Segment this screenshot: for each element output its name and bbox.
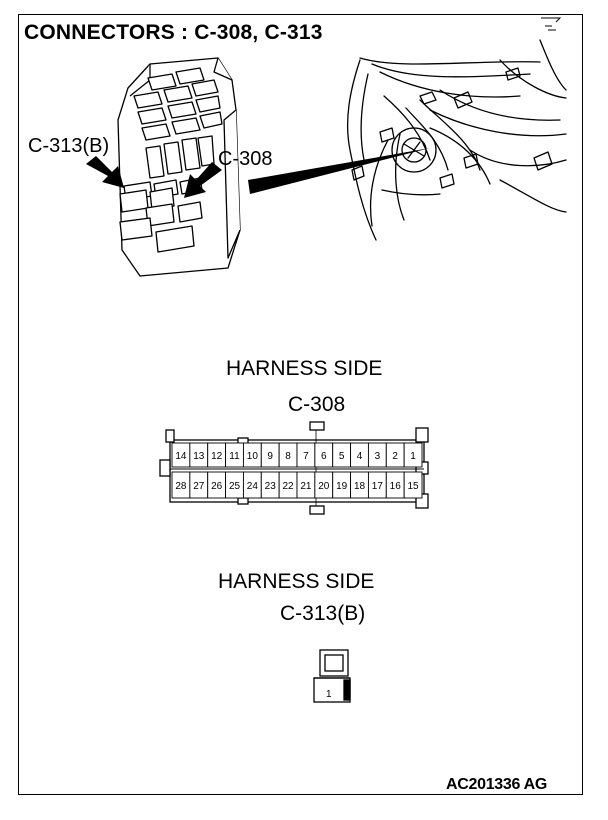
c313b-pin-label: 1 bbox=[326, 689, 332, 700]
c308-pin-label: 6 bbox=[321, 451, 327, 462]
figure-code: AC201336 AG bbox=[446, 776, 548, 793]
c308-pin-label: 5 bbox=[339, 451, 345, 462]
c308-pin-label: 4 bbox=[357, 451, 363, 462]
c308-pin-label: 18 bbox=[354, 481, 366, 492]
c308-connector-face bbox=[159, 421, 429, 515]
c313b-name: C-313(B) bbox=[280, 602, 366, 625]
c308-name: C-308 bbox=[288, 393, 346, 416]
c308-pin-label: 8 bbox=[285, 451, 291, 462]
leader-wedge bbox=[248, 148, 430, 194]
c308-heading: HARNESS SIDE bbox=[226, 357, 383, 380]
corner-mark-icon bbox=[541, 17, 562, 31]
c308-pin-label: 1 bbox=[410, 451, 416, 462]
c308-pin-label: 28 bbox=[175, 481, 187, 492]
callout-label-c313b: C-313(B) bbox=[28, 135, 110, 157]
c308-pin-label: 2 bbox=[392, 451, 398, 462]
c308-pin-label: 26 bbox=[211, 481, 223, 492]
c308-pin-label: 16 bbox=[390, 481, 402, 492]
c308-pin-label: 12 bbox=[211, 451, 223, 462]
c308-pin-label: 23 bbox=[265, 481, 277, 492]
c308-pin-label: 14 bbox=[175, 451, 187, 462]
c308-pin-label: 27 bbox=[193, 481, 205, 492]
c308-pin-label: 13 bbox=[193, 451, 205, 462]
diagram-title: CONNECTORS : C-308, C-313 bbox=[24, 21, 323, 44]
c308-pin-label: 20 bbox=[318, 481, 330, 492]
callout-arrow-c313b-icon bbox=[86, 156, 124, 188]
c308-pin-label: 10 bbox=[247, 451, 259, 462]
callout-label-c308: C-308 bbox=[218, 148, 273, 170]
c308-pin-label: 3 bbox=[375, 451, 381, 462]
c308-pin-label: 11 bbox=[229, 451, 240, 462]
c308-pin-cell bbox=[403, 471, 423, 499]
c313b-heading: HARNESS SIDE bbox=[218, 570, 375, 593]
c308-pin-label: 19 bbox=[336, 481, 348, 492]
diagram-frame bbox=[18, 14, 583, 795]
dashboard-harness-illustration bbox=[346, 39, 567, 241]
c308-pin-label: 21 bbox=[300, 481, 312, 492]
c308-pin-label: 25 bbox=[229, 481, 241, 492]
junction-block-illustration bbox=[117, 57, 241, 277]
c308-pin-label: 15 bbox=[408, 481, 420, 492]
c308-pin-cell bbox=[403, 442, 423, 468]
c313b-connector-face bbox=[313, 649, 351, 703]
c308-pin-label: 22 bbox=[283, 481, 295, 492]
c308-pin-label: 7 bbox=[303, 451, 309, 462]
c308-pin-label: 17 bbox=[372, 481, 384, 492]
c308-pin-label: 9 bbox=[267, 451, 273, 462]
c308-pin-label: 24 bbox=[247, 481, 259, 492]
callout-arrow-c308-icon bbox=[184, 162, 222, 198]
